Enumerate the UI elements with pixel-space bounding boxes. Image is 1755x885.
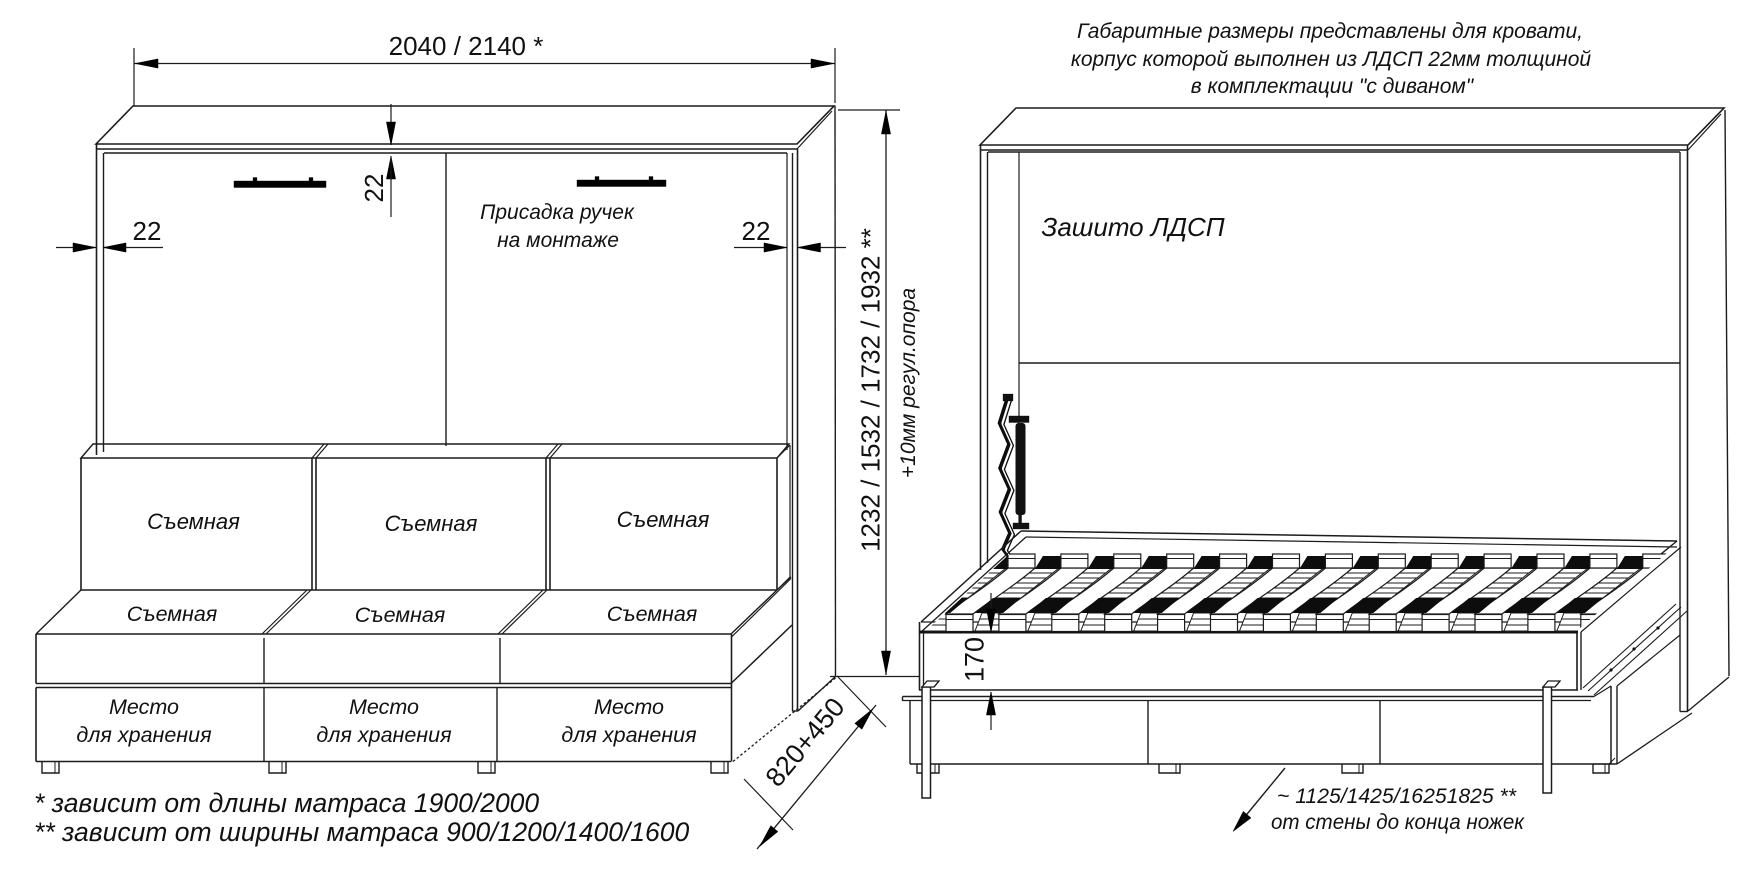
svg-text:Габаритные размеры представлен: Габаритные размеры представлены для кров… — [1077, 20, 1583, 43]
svg-text:Место: Место — [349, 695, 419, 719]
svg-text:Место: Место — [594, 695, 664, 719]
svg-text:от стены до конца ножек: от стены до конца ножек — [1271, 810, 1525, 834]
svg-text:Место: Место — [109, 695, 179, 719]
svg-text:** зависит от ширины матраса 9: ** зависит от ширины матраса 900/1200/14… — [34, 817, 690, 847]
svg-text:Съемная: Съемная — [127, 602, 218, 626]
svg-text:+10мм регул.опора: +10мм регул.опора — [897, 288, 920, 478]
svg-text:22: 22 — [742, 216, 771, 246]
svg-text:в комплектации "с диваном": в комплектации "с диваном" — [1191, 75, 1475, 98]
svg-text:22: 22 — [359, 174, 389, 203]
svg-text:~ 1125/1425/16251825 **: ~ 1125/1425/16251825 ** — [1277, 784, 1517, 808]
svg-text:2040 / 2140 *: 2040 / 2140 * — [389, 31, 544, 61]
svg-text:для хранения: для хранения — [316, 723, 452, 747]
svg-text:Зашито ЛДСП: Зашито ЛДСП — [1041, 212, 1224, 242]
svg-text:для хранения: для хранения — [76, 723, 212, 747]
svg-text:* зависит от длины матраса 19: * зависит от длины матраса 1900/2000 — [34, 788, 539, 818]
svg-text:корпус которой выполнен из ЛДС: корпус которой выполнен из ЛДСП 22мм тол… — [1071, 48, 1591, 71]
svg-text:Съемная: Съемная — [147, 509, 240, 534]
svg-text:Съемная: Съемная — [355, 603, 446, 627]
svg-text:Присадка ручек: Присадка ручек — [480, 201, 635, 224]
svg-text:Съемная: Съемная — [385, 511, 478, 536]
svg-text:22: 22 — [133, 216, 162, 246]
svg-text:Съемная: Съемная — [617, 507, 710, 532]
svg-text:на монтаже: на монтаже — [497, 229, 619, 252]
svg-text:для хранения: для хранения — [561, 723, 697, 747]
svg-text:170: 170 — [960, 637, 990, 682]
svg-text:1232 / 1532 / 1732 / 1932 **: 1232 / 1532 / 1732 / 1932 ** — [856, 228, 886, 552]
svg-text:Съемная: Съемная — [607, 602, 698, 626]
